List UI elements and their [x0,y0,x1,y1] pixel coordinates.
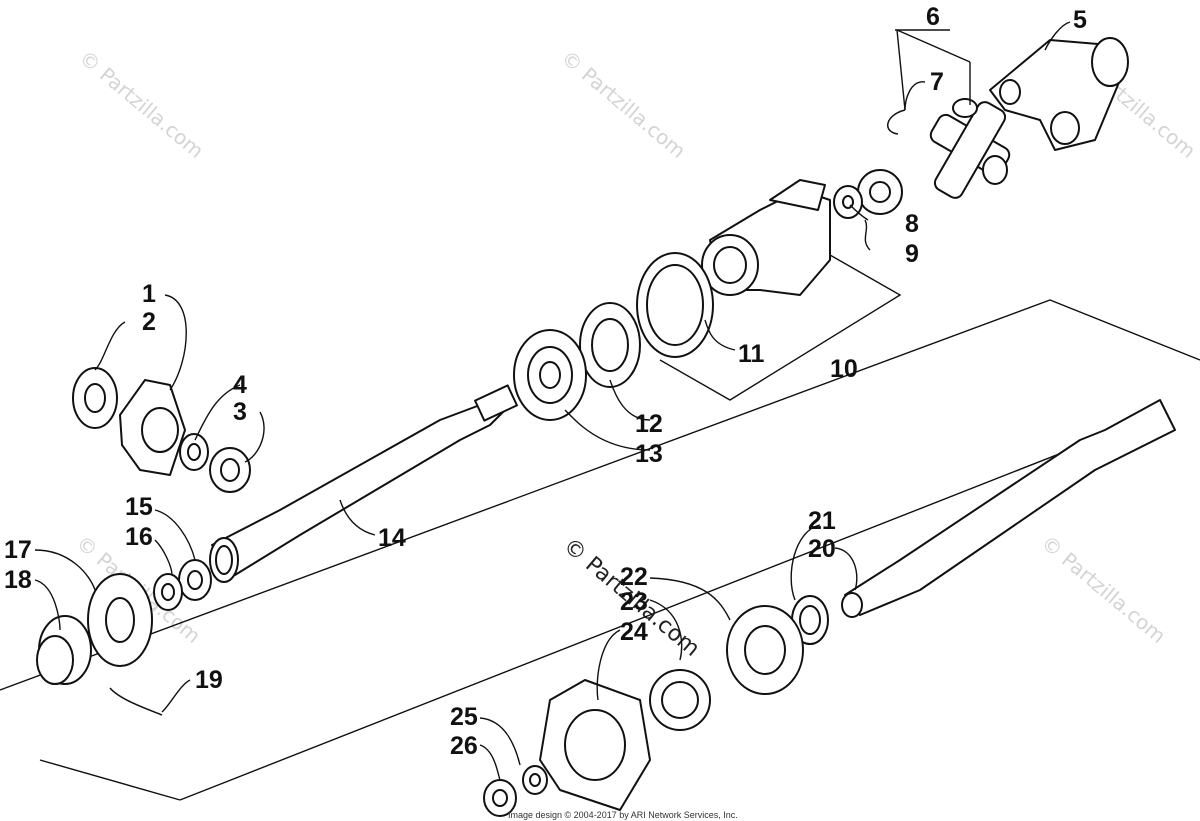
callout-15: 15 [125,493,153,521]
callout-18: 18 [4,566,32,594]
callout-25: 25 [450,703,478,731]
callout-10: 10 [830,355,858,383]
assembly-boundary-line [179,429,1121,801]
callout-23: 23 [620,588,648,616]
watermark: © Partzilla.com [557,45,691,163]
callout-6: 6 [926,3,940,31]
callout-20: 20 [808,535,836,563]
callouts: 1 2 3 4 5 6 7 8 9 10 11 12 13 14 15 16 1… [4,3,1087,760]
yoke-part [989,37,1129,151]
output-shaft-part [841,399,1176,618]
callout-4: 4 [233,371,247,399]
callout-9: 9 [905,240,919,268]
u-joint-cross-part [929,98,1011,199]
bearing-part [513,302,641,421]
callout-14: 14 [378,524,406,552]
callout-8: 8 [905,210,919,238]
callout-3: 3 [233,398,247,426]
leader-lines [34,21,1071,781]
drive-shaft-part [209,384,518,583]
callout-26: 26 [450,732,478,760]
callout-5: 5 [1073,6,1087,34]
sprocket-part [36,573,163,716]
watermark: © Partzilla.com [75,45,209,163]
callout-24: 24 [620,618,648,646]
spacer-part [153,559,212,611]
callout-12: 12 [635,410,663,438]
nut-and-washer-part [833,169,903,219]
assembly-boundary-line [0,299,1200,691]
callout-21: 21 [808,507,836,535]
callout-1: 1 [142,280,156,308]
snap-ring-part [887,109,906,135]
callout-7: 7 [930,68,944,96]
callout-13: 13 [635,440,663,468]
washer-part [791,595,829,645]
bearing-housing-part [539,605,804,811]
callout-17: 17 [4,536,32,564]
callout-11: 11 [738,340,765,368]
assembly-boundary-line [39,759,181,801]
callout-19: 19 [195,666,223,694]
bottom-nut-part [483,765,548,817]
callout-22: 22 [620,563,648,591]
callout-16: 16 [125,523,153,551]
copyright-text: Image design © 2004-2017 by ARI Network … [508,810,738,820]
small-nut-part [179,433,251,493]
watermark: © Partzilla.com [1037,530,1171,648]
bevel-gear-part [72,367,186,476]
output-yoke-part [636,179,831,358]
callout-2: 2 [142,308,156,336]
